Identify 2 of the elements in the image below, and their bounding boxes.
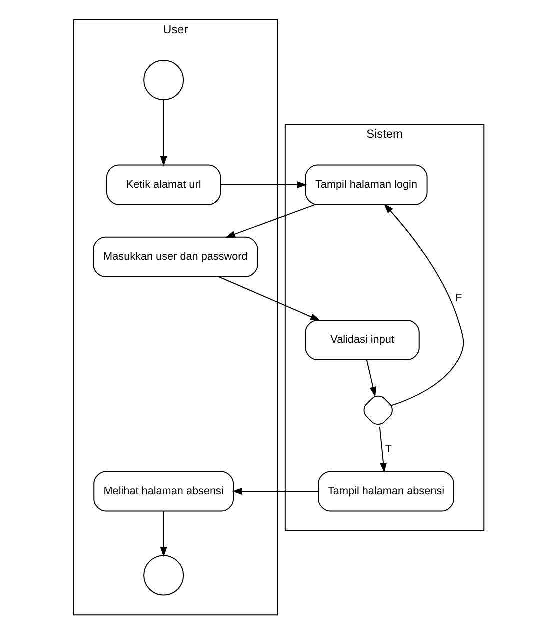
edge-label: F — [455, 292, 462, 304]
edge-label: T — [384, 444, 392, 456]
